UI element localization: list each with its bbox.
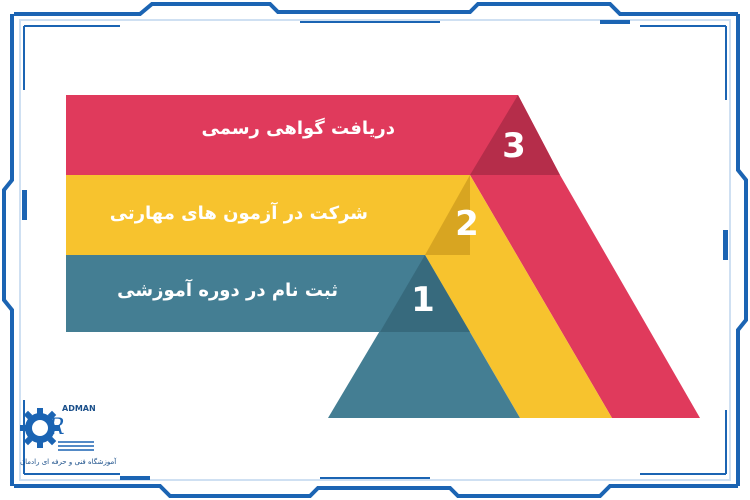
step-3-side (470, 175, 700, 418)
step-3-band (66, 95, 560, 175)
logo-subtitle: آموزشگاه فنی و حرفه ای رادمان (20, 458, 117, 466)
step-2-shade (425, 175, 470, 255)
step-2-band (66, 175, 470, 255)
step-1-band (66, 255, 425, 332)
step-1-label: ثبت نام در دوره آموزشی (117, 280, 338, 301)
step-3-number: 3 (502, 126, 526, 166)
step-2-label: شرکت در آزمون های مهارتی (109, 203, 368, 224)
logo-brand: ADMAN (62, 404, 96, 413)
gear-icon: R (20, 408, 94, 451)
step-2-side (425, 175, 612, 418)
step-1-number: 1 (411, 280, 435, 320)
svg-text:R: R (47, 415, 65, 440)
step-3-shade (470, 95, 560, 175)
step-1-triangle (328, 255, 520, 418)
radman-logo: R ADMAN آموزشگاه فنی و حرفه ای رادمان (18, 402, 116, 474)
step-2-number: 2 (455, 204, 479, 244)
step-1-shade (380, 255, 470, 332)
step-3-label: دریافت گواهی رسمی (201, 118, 395, 139)
